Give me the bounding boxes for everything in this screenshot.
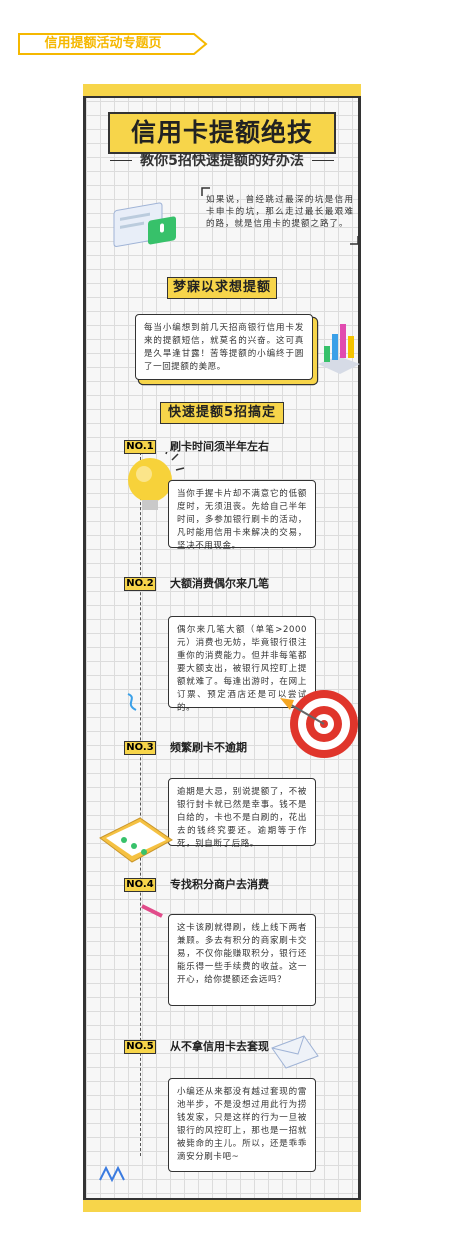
tip-text-1: 当你手握卡片却不满意它的低额度时，无须沮丧。先给自己半年时间，多参加银行刷卡的活… [177,489,307,551]
frame-top-bar [83,84,361,98]
tip-number-4: NO.4 [124,878,156,892]
tip-card-1: 当你手握卡片却不满意它的低额度时，无须沮丧。先给自己半年时间，多参加银行刷卡的活… [168,480,316,551]
clipboard-icon [99,817,173,863]
tip-title-3: 频繁刷卡不逾期 [170,741,247,754]
envelope-icon [271,1035,319,1069]
squiggle-icon [99,1165,125,1183]
tip-title-5: 从不拿信用卡去套现 [170,1040,269,1053]
title-box: 信用卡提额绝技 [108,112,336,154]
intro-brackets [201,187,359,245]
bar-chart-icon [318,324,360,374]
tip-number-1: NO.1 [124,440,156,454]
page-subtitle: 教你5招快速提额的好办法 [108,150,336,170]
dream-text: 每当小编想到前几天招商银行信用卡发来的提额短信，就莫名的兴奋。这可真是久旱逢甘露… [144,323,304,372]
page-title: 信用卡提额绝技 [130,118,313,147]
pencil-icon [141,904,163,918]
wave-icon [127,693,137,711]
dream-label: 梦寐以求想提额 [167,277,281,303]
tip-card-5: 小编还从来都没有越过套现的雷池半步，不是没想过用此行为捞钱发家，只是这样的行为一… [168,1078,316,1172]
tips-label: 快速提额5招搞定 [160,402,288,428]
intro-text: 如果说，曾经跳过最深的坑是信用卡申卡的坑，那么走过最长最艰难的路，就是信用卡的提… [206,195,354,229]
page-tag: 信用提额活动专题页 [18,33,208,55]
tip-title-2: 大额消费偶尔来几笔 [170,577,269,590]
frame-bottom-bar [83,1198,361,1212]
timeline-line [140,452,141,1156]
tip-card-4: 这卡该刷就得刷，线上线下两者兼顾。多去有积分的商家刷卡交易，不仅你能赚取积分，银… [168,914,316,1006]
page-tag-label: 信用提额活动专题页 [44,36,162,51]
lightbulb-icon [128,452,185,510]
tip-number-2: NO.2 [124,577,156,591]
tip-card-2: 偶尔来几笔大额（单笔>2000元）消费也无妨，毕竟银行很注重你的消费能力。但并非… [168,616,316,713]
message-card-icon [113,202,176,247]
tip-number-3: NO.3 [124,741,156,755]
tip-text-2: 偶尔来几笔大额（单笔>2000元）消费也无妨，毕竟银行很注重你的消费能力。但并非… [177,625,307,713]
tag-shape [18,33,208,55]
dream-card: 每当小编想到前几天招商银行信用卡发来的提额短信，就莫名的兴奋。这可真是久旱逢甘露… [135,314,313,380]
tip-card-3: 逾期是大忌，别说提额了，不被银行封卡就已然是幸事。钱不是白给的，卡也不是白刷的，… [168,778,316,849]
tip-title-1: 刷卡时间须半年左右 [170,440,269,453]
target-icon [280,690,358,758]
tip-title-4: 专找积分商户去消费 [170,878,269,891]
tip-text-5: 小编还从来都没有越过套现的雷池半步，不是没想过用此行为捞钱发家，只是这样的行为一… [177,1087,307,1162]
tip-number-5: NO.5 [124,1040,156,1054]
tip-text-4: 这卡该刷就得刷，线上线下两者兼顾。多去有积分的商家刷卡交易，不仅你能赚取积分，银… [177,923,307,985]
tip-text-3: 逾期是大忌，别说提额了，不被银行封卡就已然是幸事。钱不是白给的，卡也不是白刷的，… [177,787,307,849]
